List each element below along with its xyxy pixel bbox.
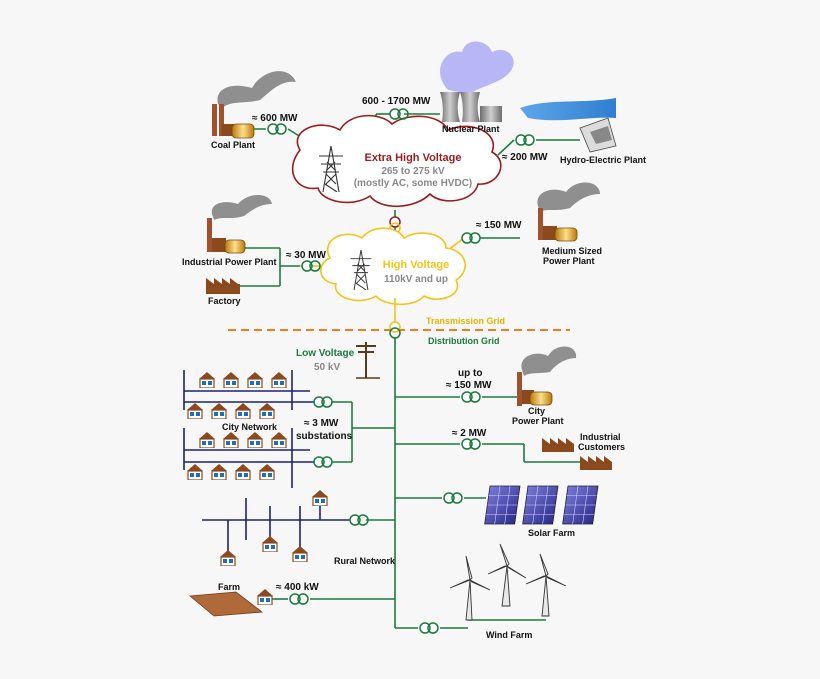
farm-transformer-icon: [289, 593, 309, 605]
city-plant-mw1: up to: [458, 368, 482, 379]
farm-field-icon: [188, 591, 264, 617]
medium-plant-mw: ≈ 150 MW: [476, 220, 522, 231]
city-transformer-1-icon: [313, 396, 333, 408]
industrial-customers-label1: Industrial: [580, 432, 621, 442]
farm-house-icon: [256, 589, 274, 605]
solar-transformer-icon: [443, 492, 463, 504]
rural-transformer-icon: [349, 514, 369, 526]
hydro-plant-mw: ≈ 200 MW: [502, 152, 548, 163]
industrial-customers-icon: [542, 438, 612, 470]
medium-plant-label1: Medium Sized: [542, 246, 602, 256]
ehv-cloud: [291, 114, 502, 207]
distribution-grid-label: Distribution Grid: [428, 336, 500, 346]
industrial-customers-label2: Customers: [578, 442, 625, 452]
city-network-lines: [183, 370, 352, 552]
solar-farm-icon: [484, 485, 599, 525]
industrial-power-plant-label: Industrial Power Plant: [182, 257, 277, 267]
low-voltage-title: Low Voltage: [296, 348, 355, 359]
industrial-power-plant-mw: ≈ 30 MW: [286, 250, 326, 261]
nuclear-plant-label: Nuclear Plant: [442, 124, 500, 134]
farm-label: Farm: [218, 582, 240, 592]
industrial-customers-transformer-icon: [461, 438, 481, 450]
medium-transformer-icon: [461, 232, 481, 244]
substations-mw: ≈ 3 MW: [304, 418, 339, 429]
city-transformer-2-icon: [313, 456, 333, 468]
hv-cloud: [320, 227, 466, 306]
wind-farm-label: Wind Farm: [486, 630, 532, 640]
coal-plant-label: Coal Plant: [211, 140, 255, 150]
wind-farm-icon: [449, 543, 567, 621]
coal-plant-mw: ≈ 600 MW: [252, 113, 298, 124]
hv-lines: [240, 237, 520, 287]
hydro-plant-label: Hydro-Electric Plant: [560, 155, 646, 165]
hydro-transformer-icon: [515, 134, 535, 146]
coal-plant-icon: [212, 71, 296, 139]
ehv-line2: (mostly AC, some HVDC): [354, 178, 473, 189]
factory-icon: [206, 278, 240, 294]
city-plant-transformer-icon: [461, 391, 481, 403]
industrial-power-plant-icon: [207, 195, 272, 254]
distribution-lines: [272, 338, 580, 629]
wind-transformer-icon: [419, 622, 439, 634]
substations-label: substations: [296, 431, 353, 442]
nuclear-plant-mw: 600 - 1700 MW: [362, 96, 431, 107]
city-network-label: City Network: [222, 422, 278, 432]
coal-transformer-icon: [267, 123, 287, 135]
ehv-line1: 265 to 275 kV: [381, 166, 445, 177]
factory-label: Factory: [208, 296, 241, 306]
ehv-title: Extra High Voltage: [365, 152, 462, 164]
industrial-customers-mw: ≈ 2 MW: [452, 428, 487, 439]
city-plant-label1: City: [528, 406, 545, 416]
low-voltage-pole-icon: [356, 342, 380, 379]
city-power-plant-icon: [517, 346, 577, 406]
city-plant-mw2: ≈ 150 MW: [446, 380, 492, 391]
rural-network-label: Rural Network: [334, 556, 396, 566]
nuclear-plant-icon: [440, 41, 514, 122]
hydro-plant-icon: [520, 98, 617, 153]
city-plant-label2: Power Plant: [512, 416, 564, 426]
farm-kw: ≈ 400 kW: [276, 582, 319, 593]
solar-farm-label: Solar Farm: [528, 528, 575, 538]
medium-power-plant-icon: [537, 182, 600, 242]
rural-houses: [219, 490, 329, 566]
low-voltage-line1: 50 kV: [314, 362, 340, 373]
hv-dist-transformer-icon: [389, 321, 401, 339]
hv-line1: 110kV and up: [384, 274, 448, 285]
transmission-grid-label: Transmission Grid: [426, 316, 505, 326]
medium-plant-label2: Power Plant: [543, 256, 595, 266]
hv-title: High Voltage: [383, 259, 449, 271]
